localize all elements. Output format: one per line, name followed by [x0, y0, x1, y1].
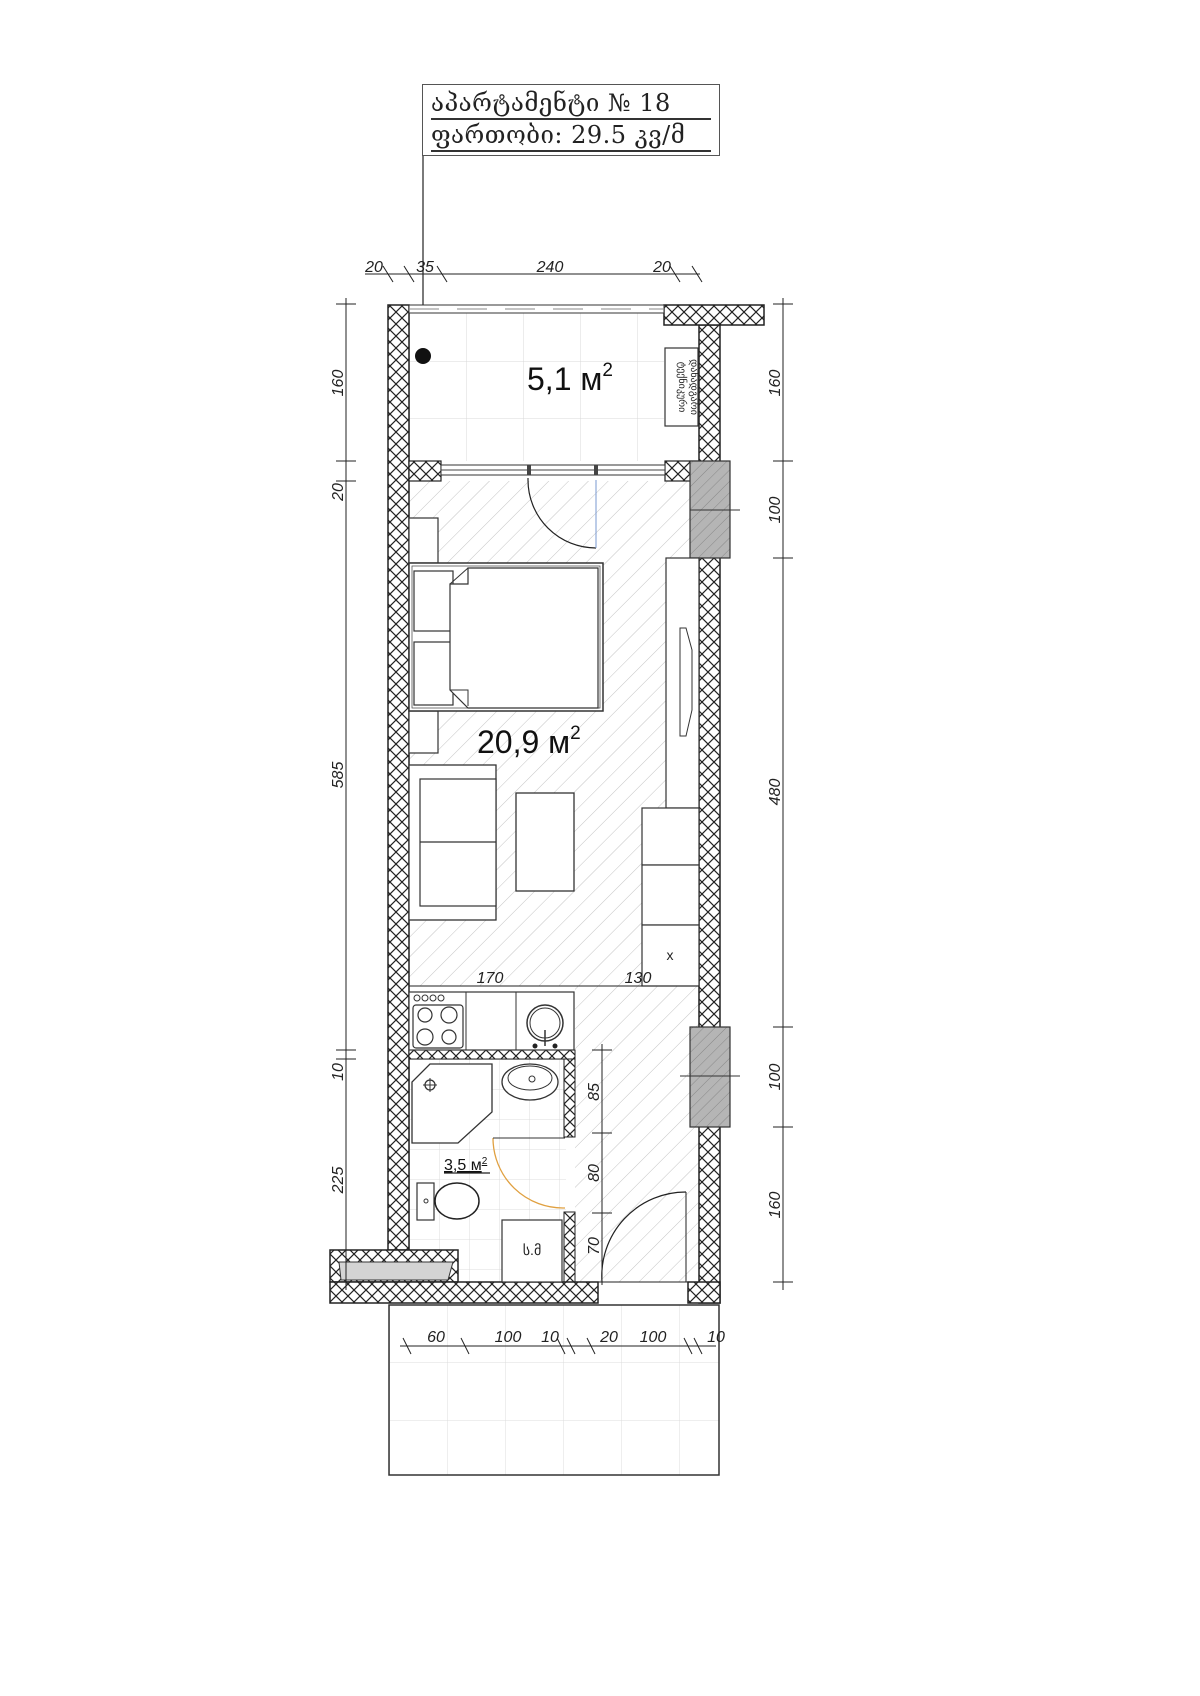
- wall-top-right: [663, 304, 765, 326]
- dim-bottom-4: 100: [640, 1329, 667, 1346]
- pillow-top: [413, 570, 454, 632]
- wall-kitchen-bath: [408, 1049, 576, 1060]
- dim-top-1: 35: [416, 259, 434, 276]
- dim-bottom-5: 10: [707, 1329, 725, 1346]
- fridge-mark: x: [667, 947, 674, 963]
- toilet-bowl: [434, 1182, 480, 1220]
- dim-corridor-1: 80: [586, 1164, 603, 1182]
- equipment-label-2: დანადგარი: [688, 359, 700, 415]
- fridge: [641, 924, 700, 987]
- balcony-door-swing[interactable]: [527, 478, 597, 549]
- dim-top: [365, 265, 703, 283]
- dim-right-1: 100: [767, 497, 784, 524]
- wall-balcony-living-left: [408, 460, 442, 482]
- reference-point: [415, 348, 431, 364]
- window-right-lower[interactable]: [689, 1026, 731, 1128]
- wall-left: [387, 304, 410, 1251]
- pillow-bottom: [413, 641, 454, 706]
- dim-left-0: 160: [330, 370, 347, 397]
- bathroom-door-swing[interactable]: [492, 1137, 566, 1209]
- bathroom-area: 3,5 м2: [444, 1156, 488, 1174]
- dim-bottom-2: 10: [541, 1329, 559, 1346]
- coffee-table: [515, 792, 575, 892]
- equipment-label-1: ტექნიკური: [676, 362, 688, 413]
- entrance-door-swing[interactable]: [601, 1191, 687, 1283]
- nightstand-bottom: [408, 710, 439, 754]
- dim-right-4: 160: [767, 1192, 784, 1219]
- dim-right-2: 480: [767, 779, 784, 806]
- washing-machine: [501, 1219, 563, 1283]
- cabinet-middle: [641, 864, 700, 926]
- dim-kitchen-170: 170: [477, 970, 504, 987]
- wall-bottom: [329, 1281, 599, 1304]
- dim-corridor-2: 70: [586, 1237, 603, 1255]
- dim-left-2: 585: [330, 762, 347, 789]
- wall-bath-right-bottom: [563, 1211, 576, 1283]
- dim-bottom: [400, 1337, 716, 1355]
- dim-left-1: 20: [330, 483, 347, 502]
- balcony-area: 5,1 м2: [527, 360, 613, 397]
- dim-top-3: 20: [652, 259, 671, 276]
- balcony-floor: [409, 305, 664, 461]
- lower-terrace: [388, 1304, 720, 1476]
- dim-corridor: [592, 1044, 612, 1285]
- dim-bottom-1: 100: [495, 1329, 522, 1346]
- tv: [679, 627, 693, 737]
- cabinet-upper: [641, 807, 700, 866]
- apartment-title: აპარტამენტი № 18: [431, 89, 711, 120]
- living-area: 20,9 м2: [477, 723, 581, 760]
- washer-label: ს.მ: [523, 1242, 542, 1258]
- technical-equipment: [664, 347, 699, 427]
- wall-bottom-right: [687, 1281, 721, 1304]
- nightstand-top: [408, 517, 439, 564]
- dim-left-3: 10: [330, 1063, 347, 1081]
- dim-right-0: 160: [767, 370, 784, 397]
- dim-left: [336, 298, 356, 1290]
- dim-top-2: 240: [536, 259, 564, 276]
- apartment-area: ფართობი: 29.5 კვ/მ: [431, 121, 711, 152]
- dim-bottom-0: 60: [427, 1329, 445, 1346]
- dim-top-0: 20: [364, 259, 383, 276]
- dim-left-4: 225: [330, 1167, 347, 1195]
- dim-kitchen-130: 130: [625, 970, 652, 987]
- corridor-floor: [575, 986, 699, 1282]
- dim-corridor-0: 85: [586, 1083, 603, 1101]
- bottom-left-window[interactable]: [338, 1261, 454, 1281]
- dim-right: [773, 298, 793, 1290]
- wall-bath-right-top: [563, 1058, 576, 1138]
- title-block: აპარტამენტი № 18 ფართობი: 29.5 კვ/მ: [422, 84, 720, 156]
- dim-bottom-3: 20: [599, 1329, 618, 1346]
- dim-right-3: 100: [767, 1064, 784, 1091]
